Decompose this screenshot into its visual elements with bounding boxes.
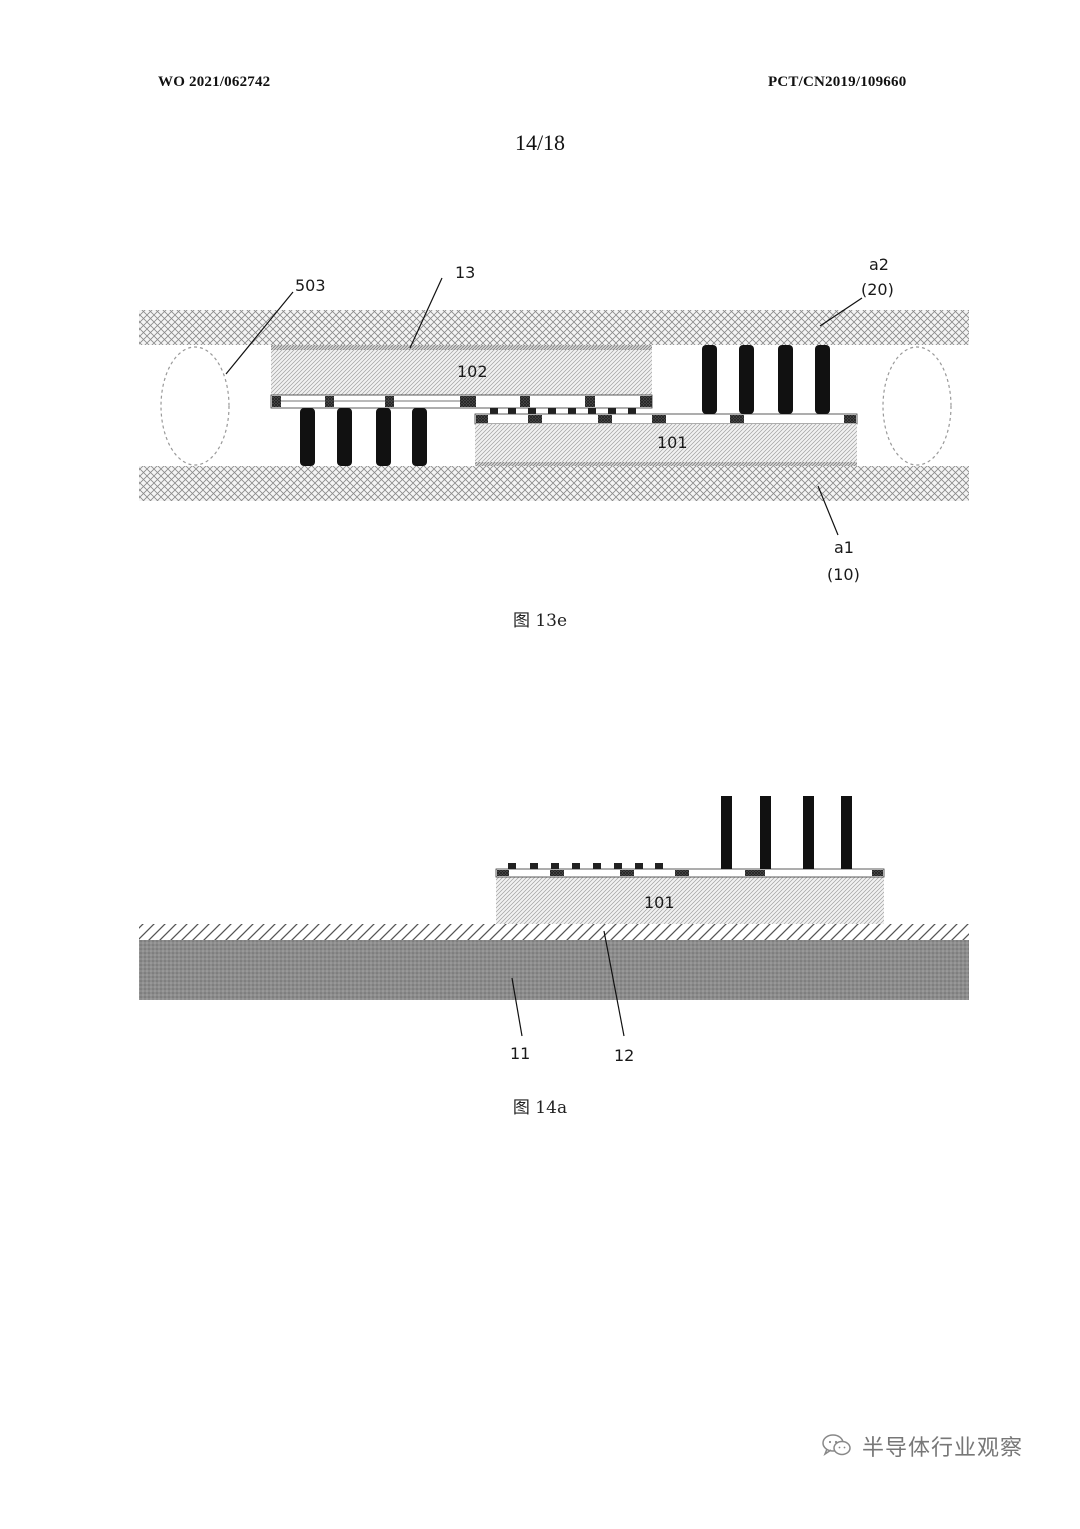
label-13: 13 [455,263,475,282]
page-number: 14/18 [514,130,566,155]
label-a1: a1 [834,538,854,557]
caption-figure-14a: 图 14a [512,1098,568,1118]
caption-figure-13e: 图 13e [512,611,568,631]
rdl-101-14a [495,868,885,878]
solder-ball-left [160,346,230,466]
bottom-substrate-a1 [139,466,969,501]
label-a2-number: (20) [861,280,894,299]
label-a2: a2 [869,255,889,274]
top-substrate-a2 [139,310,969,345]
application-number: PCT/CN2019/109660 [768,74,907,90]
solder-ball-right [882,346,952,466]
label-12: 12 [614,1046,634,1065]
label-503: 503 [295,276,326,295]
die-101 [475,424,857,462]
layer-13 [271,345,652,350]
copper-pillars-14a [721,796,852,869]
watermark-text: 半导体行业观察 [862,1436,1024,1461]
copper-pillars-101 [702,345,830,414]
figure-14a: 101 11 12 [139,796,969,1065]
watermark: 半导体行业观察 [822,1426,1023,1466]
die-102 [271,350,652,395]
label-11: 11 [510,1044,530,1063]
label-102: 102 [457,362,488,381]
micro-bumps [490,408,636,414]
figure-13e: 503 13 a2 (20) 102 101 a1 (10) [139,255,969,584]
publication-number: WO 2021/062742 [158,74,271,90]
carrier-11 [139,940,969,1000]
die-101-14a [496,877,884,924]
copper-pillars-102 [300,408,427,466]
wechat-icon [822,1434,851,1456]
label-101-14a: 101 [644,893,675,912]
micro-bumps-14a [508,863,663,869]
layer-12 [139,924,969,940]
label-101: 101 [657,433,688,452]
label-a1-number: (10) [827,565,860,584]
